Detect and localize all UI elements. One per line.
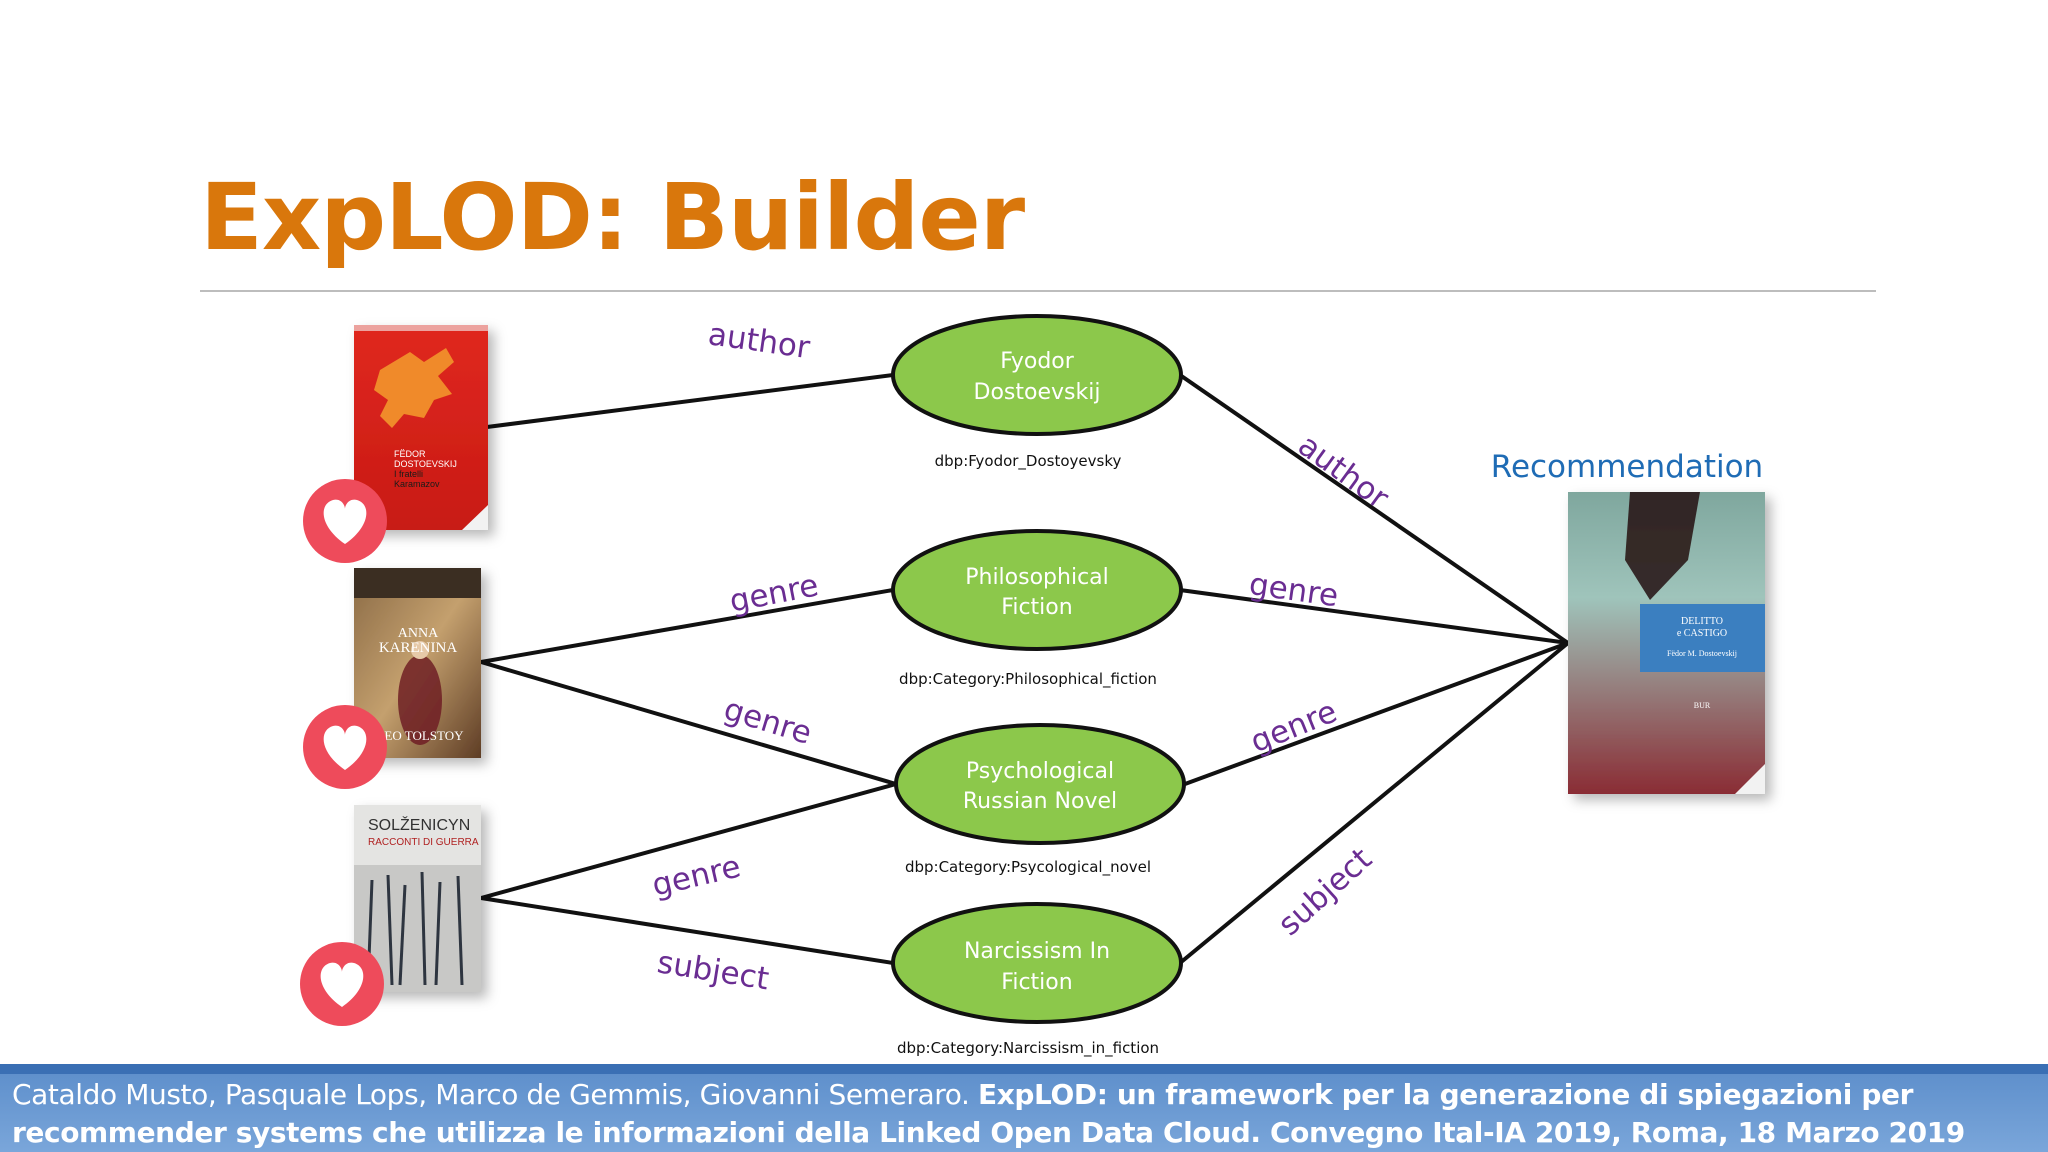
node-dostoevskij-line2: Dostoevskij xyxy=(974,380,1101,405)
heart-badge-racconti[interactable] xyxy=(300,942,384,1026)
citation-footer: Cataldo Musto, Pasquale Lops, Marco de G… xyxy=(0,1064,2048,1152)
node-psychological-line1: Psychological xyxy=(966,759,1114,784)
slide-title: ExpLOD: Builder xyxy=(200,164,1025,271)
edge-label-author-right: author xyxy=(1291,427,1395,516)
title-divider xyxy=(200,290,1876,292)
node-philosophical[interactable]: Philosophical Fiction xyxy=(891,529,1183,651)
heart-icon xyxy=(320,962,364,1007)
book-cover-delitto[interactable]: DELITTO e CASTIGO Fëdor M. Dostoevskij B… xyxy=(1568,492,1765,794)
edge-label-genre-psychological-left: genre xyxy=(720,691,816,752)
racconti-cover-line2: RACCONTI DI GUERRA xyxy=(368,837,479,848)
node-dostoevskij[interactable]: Fyodor Dostoevskij xyxy=(891,314,1183,436)
book-cover-karamazov[interactable]: FËDOR DOSTOEVSKIJ I fratelli Karamazov xyxy=(354,325,488,530)
edge-genre-philosophical-right xyxy=(1179,588,1569,645)
edge-label-genre-psychological-lower-left: genre xyxy=(649,849,744,904)
node-narcissism-line1: Narcissism In xyxy=(964,939,1110,964)
node-psychological-line2: Russian Novel xyxy=(963,789,1117,814)
edge-genre-philosophical-left xyxy=(480,588,894,664)
heart-badge-karamazov[interactable] xyxy=(303,479,387,563)
delitto-cover-line2: e CASTIGO xyxy=(1677,628,1727,639)
edge-genre-psychological-lower-left xyxy=(480,782,897,900)
recommendation-label: Recommendation xyxy=(1491,449,1763,485)
karenina-cover-line1: ANNA xyxy=(398,626,439,641)
delitto-cover-line1: DELITTO xyxy=(1681,616,1723,627)
edge-label-subject-right: subject xyxy=(1271,841,1379,943)
heart-icon xyxy=(323,499,367,544)
edge-subject-left xyxy=(480,896,894,965)
node-dostoevskij-line1: Fyodor xyxy=(1000,349,1075,374)
edges xyxy=(480,373,1570,965)
edge-author-left xyxy=(486,373,894,429)
node-philosophical-line1: Philosophical xyxy=(965,565,1109,590)
footer-authors: Cataldo Musto, Pasquale Lops, Marco de G… xyxy=(12,1078,978,1111)
karenina-cover-line2: KARENINA xyxy=(379,640,457,656)
node-narcissism-line2: Fiction xyxy=(1001,970,1072,995)
uri-psychological: dbp:Category:Psycological_novel xyxy=(905,858,1151,877)
explanation-graph: author genre genre genre subject author … xyxy=(300,314,1765,1058)
karamazov-cover-line4: Karamazov xyxy=(394,479,440,489)
edge-label-author-left: author xyxy=(706,316,812,366)
delitto-cover-line4: BUR xyxy=(1694,701,1711,710)
edge-genre-psychological-right xyxy=(1184,641,1569,786)
karenina-cover-line3: LEO TOLSTOY xyxy=(376,728,464,743)
delitto-cover-line3: Fëdor M. Dostoevskij xyxy=(1667,649,1737,658)
edge-genre-psychological-left xyxy=(480,660,897,786)
karamazov-cover-line3: I fratelli xyxy=(394,469,423,479)
racconti-cover-line1: SOLŽENICYN xyxy=(368,815,470,834)
uri-narcissism: dbp:Category:Narcissism_in_fiction xyxy=(897,1039,1159,1058)
heart-icon xyxy=(323,725,367,770)
edge-subject-right xyxy=(1178,641,1570,965)
node-narcissism[interactable]: Narcissism In Fiction xyxy=(891,902,1183,1024)
karamazov-cover-line2: DOSTOEVSKIJ xyxy=(394,459,457,469)
node-philosophical-line2: Fiction xyxy=(1001,595,1072,620)
edge-label-genre-philosophical-right: genre xyxy=(1247,566,1341,614)
edge-label-genre-psychological-right: genre xyxy=(1246,693,1343,760)
karamazov-cover-line1: FËDOR xyxy=(394,449,426,459)
edge-author-right xyxy=(1178,373,1570,645)
edge-label-subject-left: subject xyxy=(655,944,772,997)
footer-citation: ExpLOD: un framework per la generazione … xyxy=(12,1078,1965,1149)
uri-dostoevskij: dbp:Fyodor_Dostoyevsky xyxy=(935,452,1122,471)
heart-badge-karenina[interactable] xyxy=(303,705,387,789)
uri-philosophical: dbp:Category:Philosophical_fiction xyxy=(899,670,1157,689)
node-psychological[interactable]: Psychological Russian Novel xyxy=(894,723,1186,845)
